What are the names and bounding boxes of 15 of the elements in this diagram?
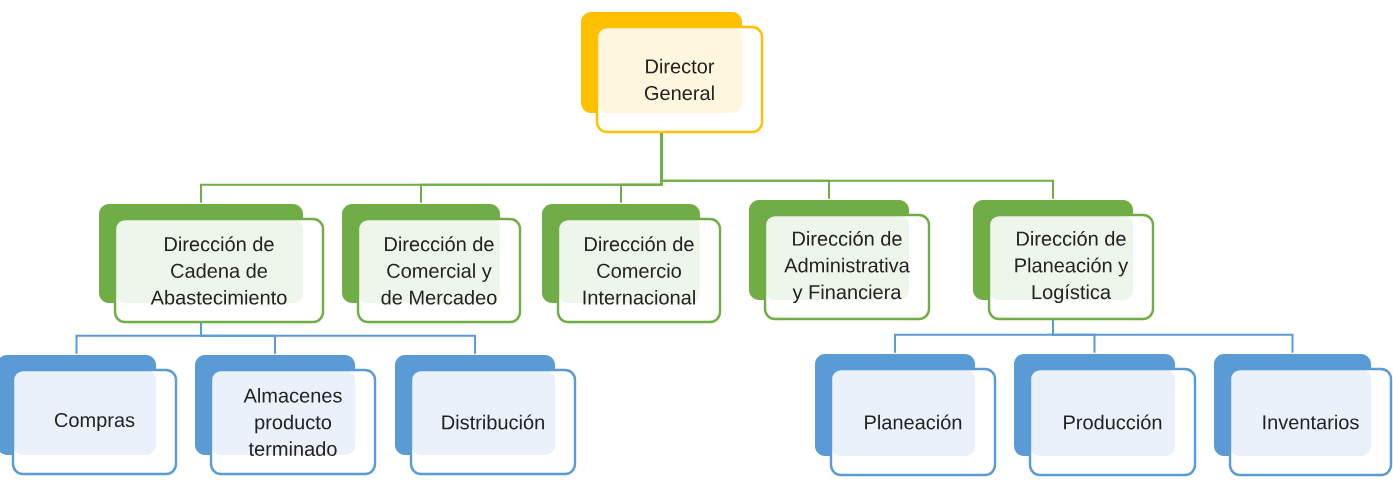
connector-line	[200, 322, 476, 355]
org-chart-box: Producción	[1014, 354, 1197, 477]
org-chart-box: Compras	[0, 355, 178, 476]
org-chart-box: Dirección de Comercial y de Mercadeo	[342, 204, 522, 324]
org-chart-box: Inventarios	[1214, 354, 1393, 477]
org-chart-box: Almacenes producto terminado	[195, 355, 377, 476]
org-chart-box: Director General	[581, 12, 764, 134]
org-chart-box: Dirección de Administrativa y Financiera	[749, 200, 931, 321]
connector-line	[660, 132, 1054, 200]
connector-line	[1052, 319, 1294, 354]
org-chart-box: Distribución	[395, 355, 577, 476]
org-chart-box: Planeación	[815, 354, 997, 477]
org-chart-box: Dirección de Cadena de Abastecimiento	[99, 204, 325, 324]
org-chart-box: Dirección de Comercio Internacional	[542, 204, 722, 324]
org-chart-box: Dirección de Planeación y Logística	[973, 200, 1155, 321]
